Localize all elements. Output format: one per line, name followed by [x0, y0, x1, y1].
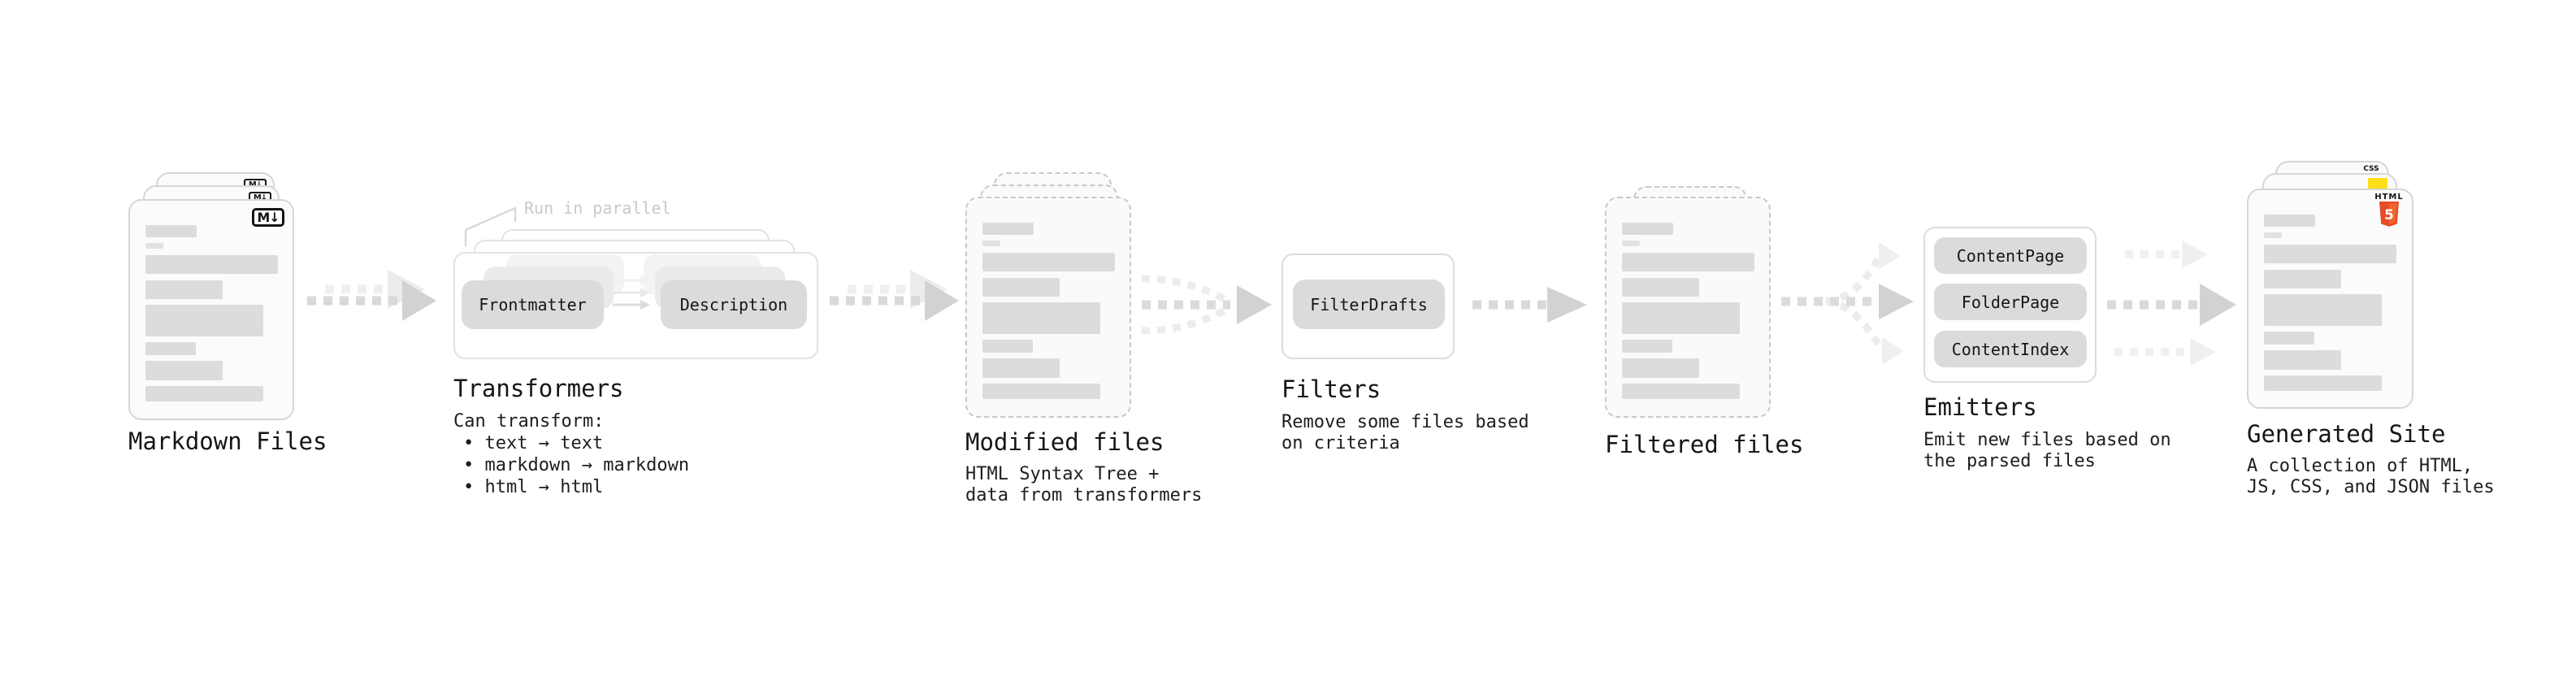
- transformer-capability: markdown → markdown: [453, 454, 690, 476]
- content-bar: [982, 302, 1100, 334]
- fan-out-arrow: [1781, 242, 1914, 365]
- html5-icon: HTML 5: [2374, 193, 2404, 231]
- transformers-note: Can transform:: [453, 411, 605, 432]
- emitters-label: Emitters: [1923, 393, 2037, 421]
- content-bar: [982, 384, 1100, 399]
- js-icon: [2368, 178, 2387, 190]
- emitters-caption: Emit new files based on the parsed files: [1923, 430, 2171, 472]
- transformers-caption: Can transform: text → text markdown → ma…: [453, 410, 689, 498]
- caption-line: data from transformers: [965, 485, 1203, 505]
- annotation-leader-line: [464, 206, 517, 246]
- content-bar: [2264, 375, 2382, 391]
- markdown-files-label: Markdown Files: [128, 427, 327, 455]
- run-in-parallel-annotation: Run in parallel: [524, 198, 671, 218]
- caption-line: Emit new files based on: [1923, 430, 2171, 450]
- content-bar: [145, 225, 197, 237]
- filters-caption: Remove some files based on criteria: [1281, 412, 1529, 454]
- html5-icon-text: HTML: [2374, 193, 2404, 202]
- flow-arrow-6: [2107, 241, 2236, 366]
- content-bar: [145, 361, 223, 380]
- filtered-file-card-front: [1605, 197, 1771, 418]
- content-bar: [982, 223, 1034, 235]
- emitter-pill-folderpage: FolderPage: [1934, 284, 2087, 320]
- transformers-label: Transformers: [453, 375, 624, 402]
- content-bar: [982, 358, 1060, 378]
- content-bar: [145, 386, 263, 401]
- content-bar: [1622, 302, 1740, 334]
- content-bar: [1622, 223, 1673, 235]
- modified-files-caption: HTML Syntax Tree + data from transformer…: [965, 464, 1202, 506]
- caption-line: A collection of HTML,: [2247, 456, 2474, 476]
- caption-line: Remove some files based: [1281, 412, 1529, 432]
- css-icon-text: CSS: [2363, 165, 2379, 173]
- content-bar: [2264, 232, 2282, 238]
- emitter-pill-contentindex: ContentIndex: [1934, 331, 2087, 367]
- content-bar: [2264, 245, 2396, 263]
- content-bar: [145, 243, 163, 249]
- filters-label: Filters: [1281, 375, 1381, 403]
- caption-line: HTML Syntax Tree +: [965, 464, 1160, 484]
- content-bar: [2264, 270, 2341, 288]
- caption-line: JS, CSS, and JSON files: [2247, 477, 2495, 497]
- filter-pill-filterdrafts: FilterDrafts: [1293, 280, 1445, 329]
- filtered-files-label: Filtered files: [1605, 431, 1804, 458]
- transformer-pill-description: Description: [661, 280, 807, 329]
- flow-arrow-1: [307, 270, 436, 321]
- modified-files-label: Modified files: [965, 428, 1164, 456]
- caption-line: the parsed files: [1923, 451, 2096, 471]
- content-bar: [2264, 350, 2341, 370]
- content-bar: [982, 278, 1060, 297]
- svg-text:5: 5: [2384, 206, 2394, 223]
- caption-line: on criteria: [1281, 433, 1400, 453]
- content-bar: [1622, 278, 1699, 297]
- content-bar: [145, 255, 278, 274]
- html5-shield: 5: [2379, 202, 2400, 227]
- content-bar: [982, 340, 1033, 353]
- content-bar: [145, 342, 196, 355]
- markdown-file-card-front: M↓: [128, 199, 294, 420]
- content-bar: [982, 241, 1000, 246]
- content-bar: [145, 280, 223, 299]
- content-bar: [1622, 358, 1699, 378]
- content-bar: [1622, 253, 1754, 271]
- content-bar: [1622, 384, 1740, 399]
- fan-in-arrow: [1141, 275, 1272, 335]
- transformer-pill-frontmatter: Frontmatter: [462, 280, 604, 329]
- content-bar: [1622, 340, 1672, 353]
- content-bar: [1622, 241, 1640, 246]
- markdown-icon: M↓: [252, 208, 284, 227]
- parallel-mini-arrows: [613, 275, 650, 310]
- generated-site-caption: A collection of HTML, JS, CSS, and JSON …: [2247, 456, 2495, 498]
- flow-arrow-4: [1472, 287, 1587, 323]
- content-bar: [982, 253, 1115, 271]
- generated-file-card-front: HTML 5: [2247, 189, 2413, 409]
- content-bar: [2264, 215, 2315, 227]
- transformer-capability: text → text: [453, 432, 689, 454]
- flow-arrow-2: [830, 270, 959, 321]
- transformer-capability: html → html: [453, 476, 689, 498]
- generated-site-label: Generated Site: [2247, 420, 2446, 448]
- content-bar: [2264, 294, 2382, 326]
- content-bar: [2264, 332, 2314, 345]
- emitter-pill-contentpage: ContentPage: [1934, 237, 2087, 274]
- modified-file-card-front: [965, 197, 1131, 418]
- content-bar: [145, 305, 263, 336]
